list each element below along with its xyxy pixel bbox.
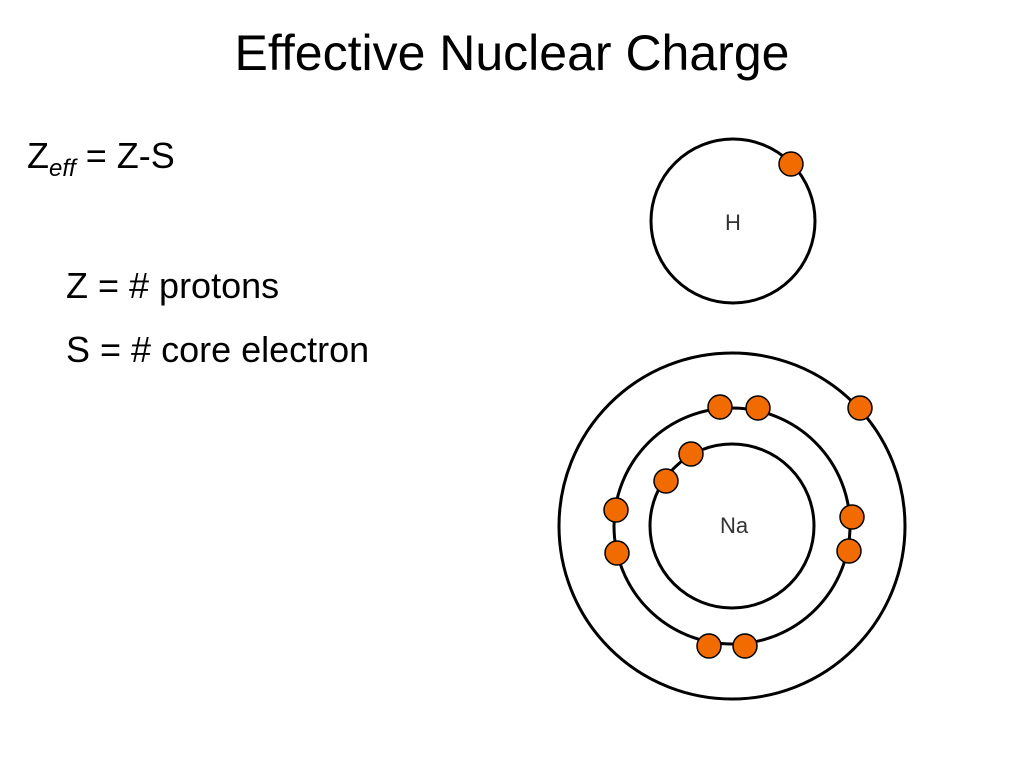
- formula-rhs: = Z-S: [75, 135, 175, 176]
- electron: [707, 394, 733, 420]
- formula-subscript: eff: [49, 155, 76, 182]
- slide-title: Effective Nuclear Charge: [234, 25, 790, 81]
- sodium-label: Na: [720, 513, 749, 538]
- electron: [603, 497, 629, 523]
- electron: [604, 540, 630, 566]
- definition-s: S = # core electron: [66, 329, 370, 370]
- sodium-atom: Na: [557, 351, 907, 701]
- electron: [847, 395, 873, 421]
- sodium-shell-1: [648, 442, 816, 610]
- sodium-shell-3: [557, 351, 907, 701]
- electron: [778, 151, 804, 177]
- zeff-formula: Zeff = Z-S: [27, 134, 175, 191]
- hydrogen-shell-1: [649, 137, 817, 305]
- electron: [732, 633, 758, 659]
- electron: [839, 504, 865, 530]
- formula-symbol: Z: [27, 135, 49, 176]
- electron: [696, 633, 722, 659]
- electron: [745, 395, 771, 421]
- definition-z: Z = # protons: [66, 265, 280, 306]
- electron: [836, 538, 862, 564]
- hydrogen-atom: H: [649, 137, 817, 305]
- hydrogen-label: H: [725, 210, 741, 235]
- electron: [678, 441, 704, 467]
- electron: [653, 468, 679, 494]
